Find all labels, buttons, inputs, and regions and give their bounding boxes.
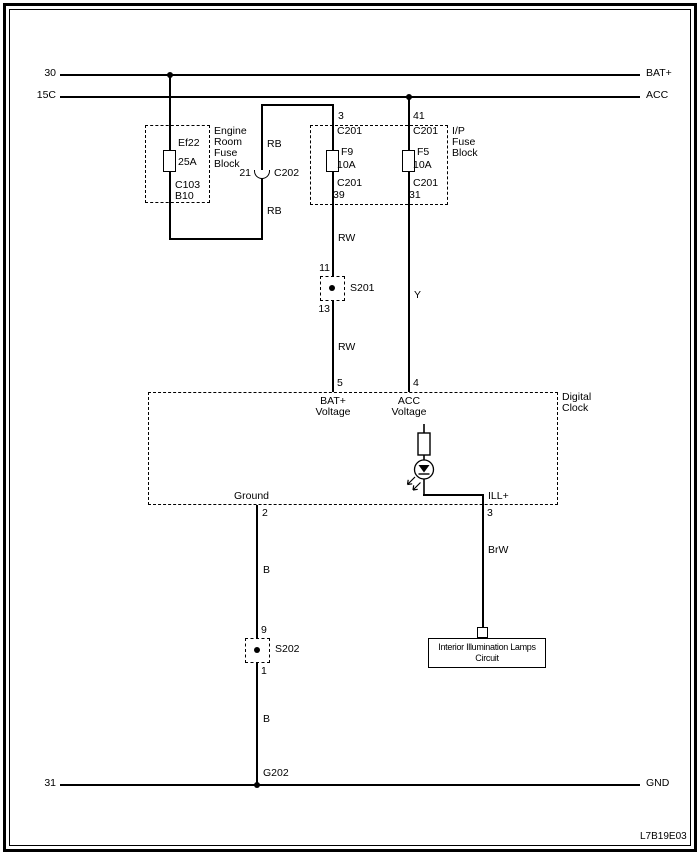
splice-s202-top-pin: 9	[261, 624, 267, 636]
wire-brw	[482, 494, 484, 627]
connector-c202-label: C202	[274, 167, 300, 179]
clock-ground-label: Ground	[234, 490, 270, 502]
ip-right-top-conn: C201	[413, 125, 439, 137]
fuse-f9-label: F9	[341, 146, 354, 158]
engine-fuse-block-label: Engine Room Fuse Block	[214, 125, 247, 170]
splice-s201-bottom-pin: 13	[318, 303, 330, 315]
splice-s201-box	[320, 276, 345, 301]
fuse-ef22-rating: 25A	[178, 156, 197, 168]
wire-f5-bottom	[408, 172, 410, 205]
wire-rb-upper-label: RB	[267, 138, 282, 150]
clock-backlight-led-icon	[406, 424, 435, 496]
wire-f9-top	[332, 125, 334, 151]
clock-pin-3: 3	[487, 507, 493, 519]
acc-junction-dot	[406, 94, 412, 100]
clock-bat-voltage-label: BAT+ Voltage	[315, 395, 351, 418]
gnd-rail-left-label: 31	[44, 777, 56, 789]
wire-b-upper-label: B	[263, 564, 271, 576]
bat-rail-line	[60, 74, 640, 76]
ip-left-bottom-pin: 39	[333, 189, 345, 201]
bat-rail-right-label: BAT+	[646, 67, 672, 79]
splice-s202-dot	[254, 647, 260, 653]
ip-left-top-pin: 3	[338, 110, 344, 122]
clock-pin-4: 4	[413, 377, 419, 389]
inner-border	[9, 9, 691, 846]
gnd-junction-dot	[254, 782, 260, 788]
ip-right-top-pin: 41	[413, 110, 425, 122]
fuse-ef22-icon	[163, 150, 176, 172]
fuse-f9-rating: 10A	[337, 159, 356, 171]
splice-s201-top-pin: 11	[319, 262, 330, 274]
splice-s201-dot	[329, 285, 335, 291]
acc-rail-line	[60, 96, 640, 98]
wire-engine-fuse-bottom	[169, 172, 171, 203]
wire-rw-lower-label: RW	[338, 341, 356, 353]
interior-lamps-box: Interior Illumination Lamps Circuit	[428, 638, 546, 668]
splice-s202-bottom-pin: 1	[261, 665, 267, 677]
fuse-ef22-label: Ef22	[178, 137, 200, 149]
outer-border	[3, 3, 697, 852]
wire-led-to-ill	[423, 494, 484, 496]
wire-f9-bottom	[332, 172, 334, 205]
splice-s202-label: S202	[275, 643, 300, 655]
wire-b-upper	[256, 505, 258, 638]
wire-to-ip-fuse-left	[332, 104, 334, 126]
wire-y-label: Y	[414, 289, 422, 301]
acc-rail-right-label: ACC	[646, 89, 669, 101]
wire-b-lower-label: B	[263, 713, 271, 725]
wire-b-lower	[256, 663, 258, 784]
wire-rb-horizontal-top	[261, 104, 334, 106]
wire-rw-lower	[332, 301, 334, 392]
ip-right-bottom-conn: C201	[413, 177, 439, 189]
wire-rb-horizontal-bottom	[169, 238, 263, 240]
wire-rw-upper-label: RW	[338, 232, 356, 244]
bat-junction-dot	[167, 72, 173, 78]
splice-s202-box	[245, 638, 270, 663]
connector-c103-pin: B10	[175, 190, 194, 202]
wire-f5-top	[408, 125, 410, 151]
led-triangle	[418, 465, 430, 473]
light-arrow-2-icon	[412, 482, 421, 491]
ground-g202-label: G202	[263, 767, 289, 779]
digital-clock-label: Digital Clock	[562, 391, 592, 414]
bat-rail-left-label: 30	[44, 67, 56, 79]
wire-rb-down-segment	[169, 203, 171, 240]
connector-c103-label: C103	[175, 179, 201, 191]
wire-bat-to-engine-block	[169, 76, 171, 125]
digital-clock-box	[148, 392, 558, 505]
fuse-f9-icon	[326, 150, 339, 172]
fuse-f5-label: F5	[417, 146, 430, 158]
lamps-connector-icon	[477, 627, 488, 638]
wire-rb-lower-label: RB	[267, 205, 282, 217]
wire-brw-label: BrW	[488, 544, 509, 556]
clock-acc-voltage-label: ACC Voltage	[391, 395, 427, 418]
fuse-f5-rating: 10A	[413, 159, 432, 171]
wire-y	[408, 205, 410, 392]
engine-fuse-block-box	[145, 125, 210, 203]
ip-fuse-block-box	[310, 125, 448, 205]
ip-left-top-conn: C201	[337, 125, 363, 137]
connector-c202-pin: 21	[239, 167, 251, 179]
clock-pin-2: 2	[262, 507, 268, 519]
gnd-rail-line	[60, 784, 640, 786]
resistor-icon	[417, 432, 431, 456]
light-arrow-1-icon	[406, 476, 416, 486]
wire-acc-to-ip-fuse	[408, 98, 410, 126]
ip-left-bottom-conn: C201	[337, 177, 363, 189]
clock-ill-label: ILL+	[488, 490, 509, 502]
wire-engine-fuse-top	[169, 125, 171, 151]
diagram-code: L7B19E03	[640, 831, 687, 842]
gnd-rail-right-label: GND	[646, 777, 670, 789]
acc-rail-left-label: 15C	[36, 89, 56, 101]
wire-rw-upper	[332, 205, 334, 276]
ip-right-bottom-pin: 31	[409, 189, 421, 201]
splice-s201-label: S201	[350, 282, 375, 294]
fuse-f5-icon	[402, 150, 415, 172]
clock-pin-5: 5	[337, 377, 343, 389]
ip-fuse-block-label: I/P Fuse Block	[452, 125, 478, 159]
